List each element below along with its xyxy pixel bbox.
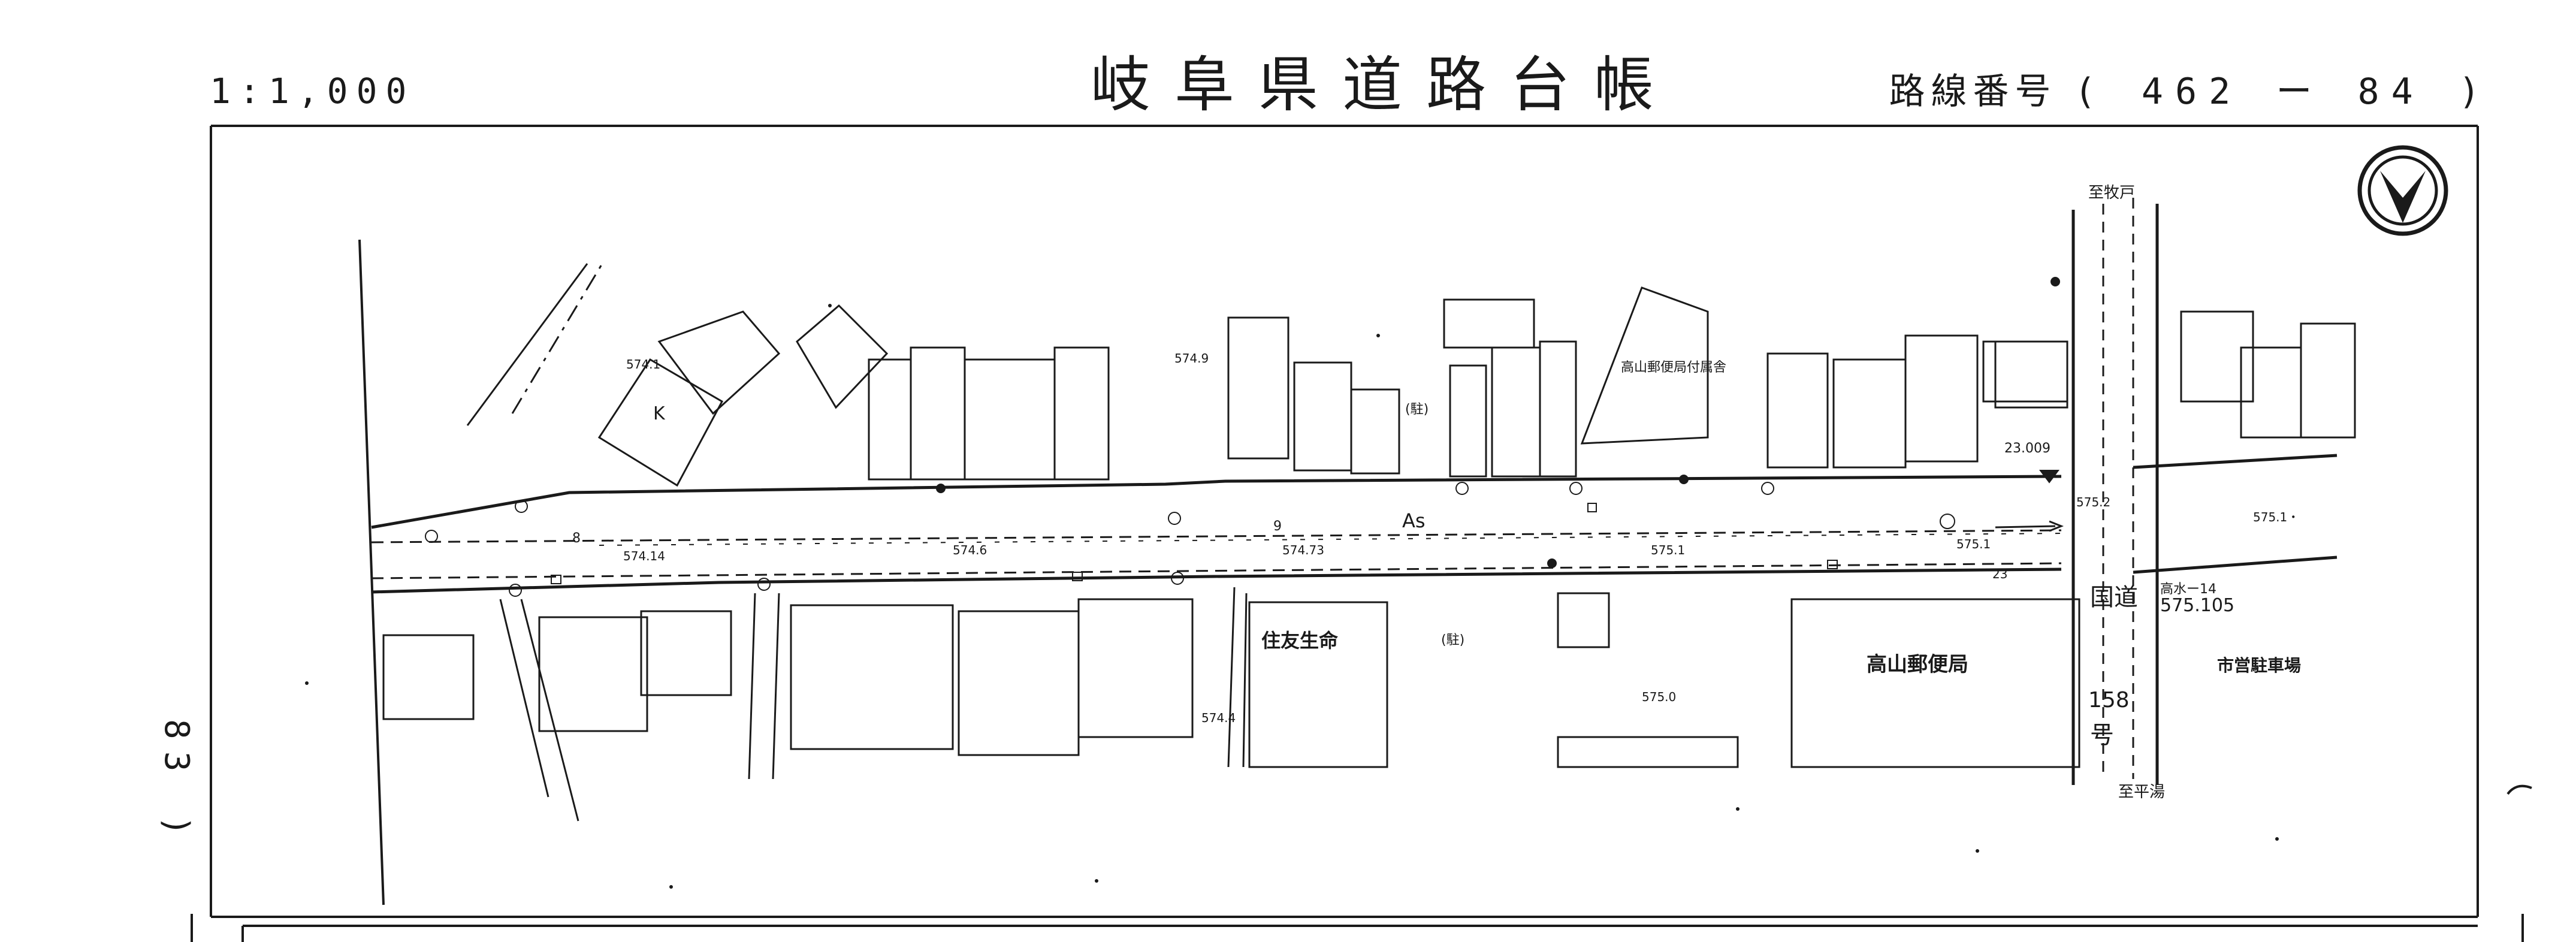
marker-label: 9 xyxy=(1273,519,1282,534)
west-roads xyxy=(358,239,1248,905)
main-road xyxy=(371,475,2064,594)
national-road-158 xyxy=(2071,198,2338,785)
elevation-label: 575.105 xyxy=(2160,595,2234,616)
parking-mark: (駐) xyxy=(1441,633,1464,648)
elevation-label: 574.9 xyxy=(1174,351,1209,366)
route-label: 路線番号 xyxy=(1889,71,2057,113)
elevation-label: 575.1・ xyxy=(2253,510,2299,524)
elevation-label: 574.73 xyxy=(1282,543,1324,557)
direction-label: 至平湯 xyxy=(2118,783,2165,801)
elevation-label: 574.4 xyxy=(1201,711,1236,725)
elevation-label: 575.2 xyxy=(2076,495,2110,509)
elevation-label: 575.1 xyxy=(1651,543,1685,557)
marker-label: 高水ー14 xyxy=(2160,582,2216,597)
route-number: ( 462 ー 84 ) xyxy=(2074,71,2492,113)
building-label-post-annex: 高山郵便局付属舎 xyxy=(1621,360,1726,375)
building-label-parking: 市営駐車場 xyxy=(2217,656,2301,675)
elevation-label: 574.14 xyxy=(623,549,665,563)
road-surface-label: As xyxy=(1402,509,1426,532)
parking-mark: (駐) xyxy=(1405,402,1429,417)
elevation-label: 574.6 xyxy=(953,543,987,557)
map-scale: 1:1,000 xyxy=(210,71,415,111)
route-number-label: 路線番号 ( 462 ー 84 ) xyxy=(1889,62,2492,114)
road-label: 号 xyxy=(2090,721,2114,749)
map-labels: K 高山郵便局付属舎 住友生命 高山郵便局 市営駐車場 (駐) (駐) As 国… xyxy=(572,184,2301,801)
map-frame xyxy=(191,125,2532,942)
building-label-sumitomo: 住友生命 xyxy=(1261,629,1339,652)
building-label-post-office: 高山郵便局 xyxy=(1867,653,1968,677)
road-label: 国道 xyxy=(2090,584,2138,611)
road-label: 158 xyxy=(2088,688,2130,712)
buildings-north xyxy=(597,286,2356,487)
marker-label: 23 xyxy=(1992,567,2007,581)
building-label-k: K xyxy=(653,403,666,424)
utility-symbols xyxy=(425,277,2060,597)
elevation-label: 575.1 xyxy=(1956,537,1991,551)
buildings-south xyxy=(382,592,2080,768)
elevation-label: 574.1 xyxy=(626,357,660,372)
adjacent-sheet-marker: 83 ) xyxy=(157,719,196,848)
elevation-label: 575.0 xyxy=(1642,690,1676,704)
page-title: 岐阜県道路台帳 xyxy=(1091,50,1678,120)
survey-points xyxy=(305,304,2279,889)
elevation-label: 23.009 xyxy=(2004,441,2050,456)
marker-label: 8 xyxy=(572,531,581,546)
direction-label: 至牧戸 xyxy=(2088,184,2135,202)
north-arrow-icon xyxy=(2357,145,2448,236)
